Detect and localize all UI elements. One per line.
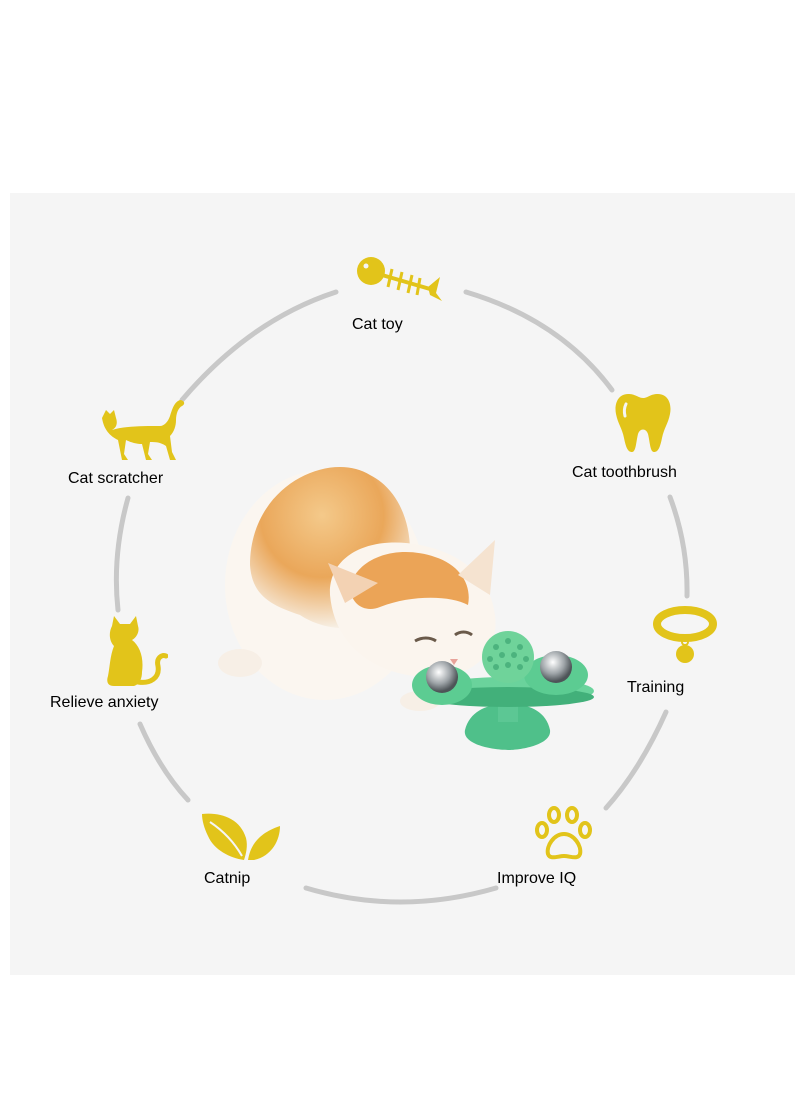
ring-segment — [179, 289, 339, 403]
fish-bone-icon — [357, 257, 442, 301]
ring-segment — [463, 289, 615, 393]
feature-label: Training — [627, 679, 685, 696]
kitten — [218, 467, 496, 711]
feature-label: Catnip — [204, 870, 251, 887]
ring-segment — [137, 721, 191, 803]
feature-label: Improve IQ — [497, 870, 577, 887]
feature-label: Cat toy — [352, 316, 403, 333]
tooth-icon — [615, 394, 671, 452]
feature-label: Relieve anxiety — [50, 694, 159, 711]
paw-print-icon — [535, 806, 592, 860]
ring-segment — [667, 494, 690, 599]
kitten-toy-photo — [218, 467, 594, 750]
feature-label: Cat toothbrush — [572, 464, 677, 481]
ring-segment — [303, 885, 499, 905]
ring-segment — [113, 495, 131, 613]
leaf-icon — [202, 813, 280, 860]
windmill-toy — [412, 631, 594, 750]
feature-label: Cat scratcher — [68, 470, 164, 487]
collar-icon — [653, 606, 717, 663]
sitting-cat-icon — [107, 616, 168, 686]
ring-segment — [603, 709, 669, 811]
walking-cat-icon — [102, 400, 185, 460]
